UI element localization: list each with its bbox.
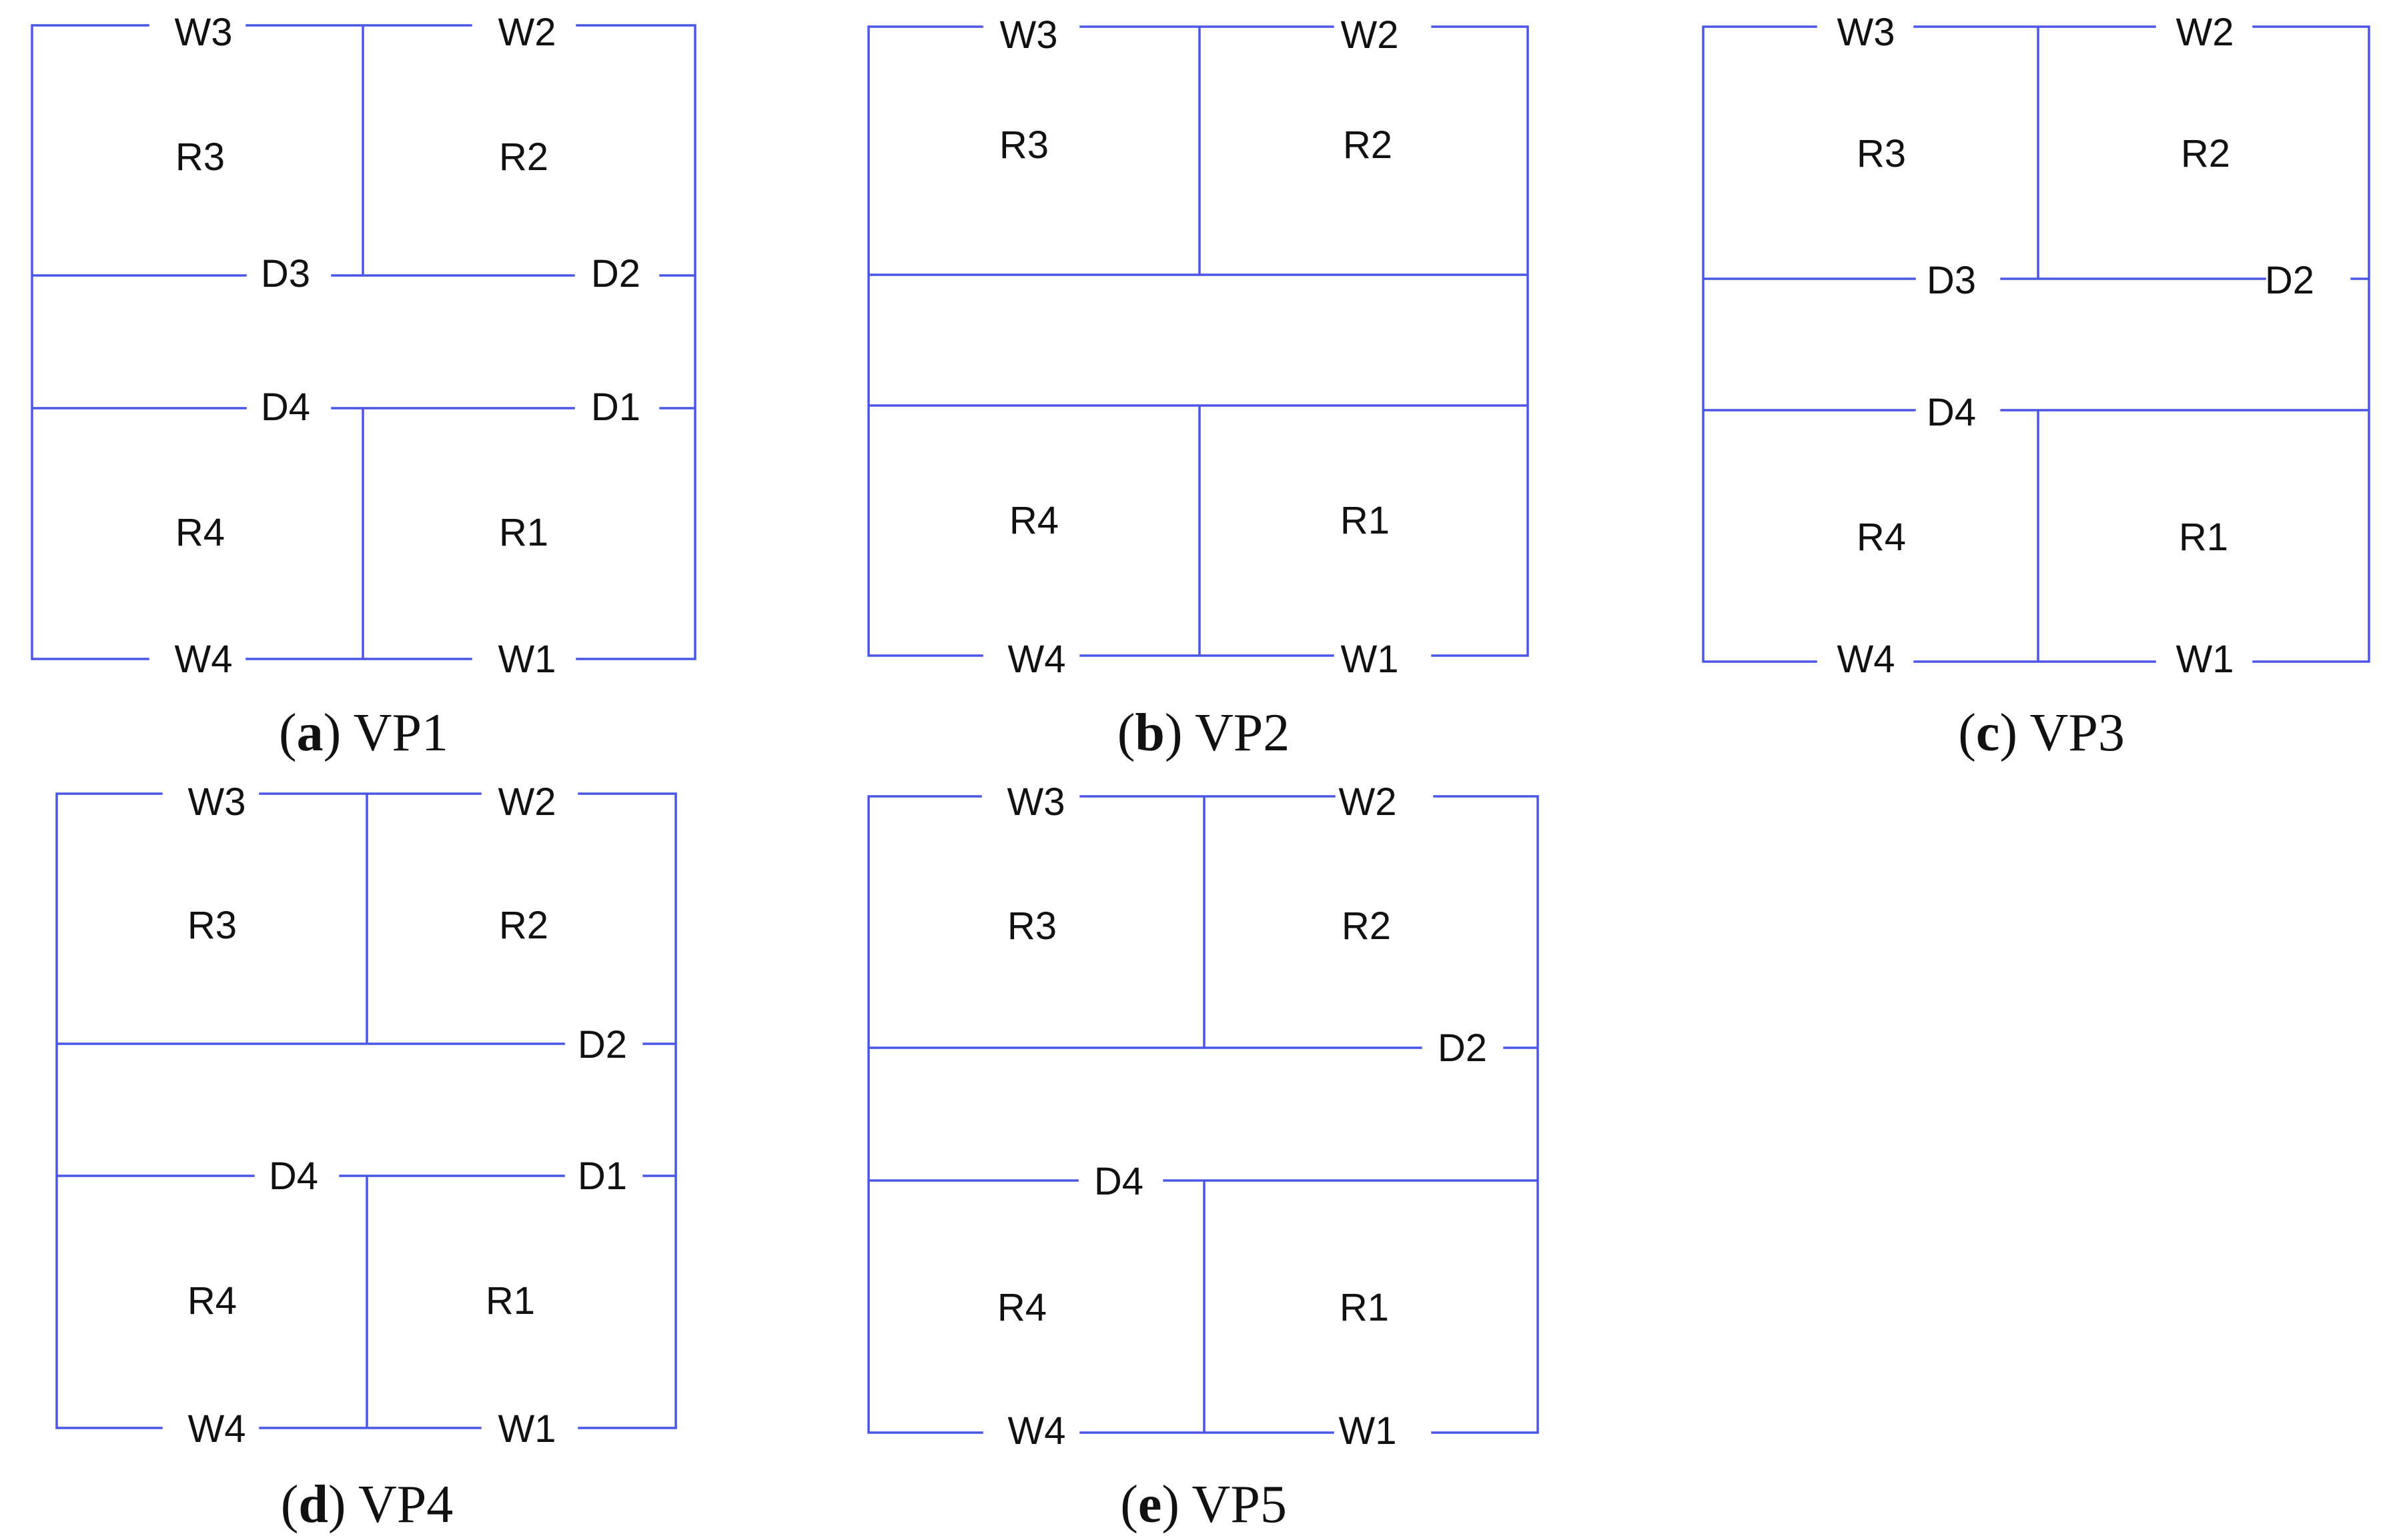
caption-letter: d <box>298 1475 328 1534</box>
label-d3: D3 <box>1927 259 1976 302</box>
label-w1: W1 <box>498 1407 556 1451</box>
label-r1: R1 <box>486 1279 535 1323</box>
panel-vp2: W3 W2 R3 R2 R4 R1 W4 W1 (b) VP2 <box>867 13 1529 762</box>
label-w1: W1 <box>2176 638 2234 681</box>
label-d1: D1 <box>578 1154 627 1198</box>
label-w4: W4 <box>188 1407 246 1451</box>
panel-caption: (e) VP5 <box>1120 1475 1287 1534</box>
wall-lines <box>1702 25 2370 663</box>
label-r2: R2 <box>1342 904 1391 948</box>
label-r2: R2 <box>2181 132 2230 175</box>
label-d4: D4 <box>1094 1160 1143 1203</box>
label-w2: W2 <box>1339 780 1397 824</box>
caption-name: VP2 <box>1195 704 1290 762</box>
label-d2: D2 <box>2265 259 2314 302</box>
wall-lines <box>867 795 1539 1434</box>
caption-name: VP5 <box>1192 1475 1287 1534</box>
panel-vp1: W3 W2 R3 R2 D3 D2 D4 D1 R4 R1 W4 W1 (a) … <box>31 11 696 762</box>
panel-vp5: W3 W2 R3 R2 D2 D4 R4 R1 W4 W1 (e) VP5 <box>867 780 1539 1534</box>
label-w3: W3 <box>1837 11 1895 54</box>
wall-lines <box>31 24 696 660</box>
caption-letter: b <box>1135 704 1165 762</box>
label-r2: R2 <box>499 135 548 179</box>
wall-lines <box>867 25 1529 657</box>
label-r1: R1 <box>499 511 548 554</box>
label-r2: R2 <box>499 904 548 947</box>
label-r4: R4 <box>187 1279 237 1323</box>
panel-caption: (b) VP2 <box>1117 704 1290 762</box>
label-d2: D2 <box>578 1023 627 1066</box>
label-r1: R1 <box>2179 516 2228 559</box>
label-w1: W1 <box>498 638 556 681</box>
label-w2: W2 <box>498 780 556 824</box>
caption-letter: e <box>1138 1475 1162 1534</box>
panel-caption: (a) VP1 <box>279 704 448 762</box>
label-w4: W4 <box>1008 1409 1066 1453</box>
panel-vp3: W3 W2 R3 R2 D3 D2 D4 R4 R1 W4 W1 (c) VP3 <box>1702 11 2370 762</box>
label-w3: W3 <box>1007 780 1065 824</box>
panel-caption: (c) VP3 <box>1958 704 2125 762</box>
label-r3: R3 <box>1857 132 1906 175</box>
label-r4: R4 <box>175 511 225 554</box>
label-r3: R3 <box>187 904 237 947</box>
label-r1: R1 <box>1340 499 1390 542</box>
label-r3: R3 <box>1007 904 1057 948</box>
label-w2: W2 <box>1341 13 1399 57</box>
label-d3: D3 <box>261 252 310 295</box>
label-r4: R4 <box>1857 516 1906 559</box>
label-d2: D2 <box>591 252 640 295</box>
label-w2: W2 <box>2176 11 2234 54</box>
label-r4: R4 <box>997 1286 1047 1329</box>
label-w4: W4 <box>175 638 233 681</box>
label-w3: W3 <box>188 780 246 824</box>
caption-letter: c <box>1976 704 2000 762</box>
label-d4: D4 <box>269 1154 318 1198</box>
label-w4: W4 <box>1008 638 1066 681</box>
label-d2: D2 <box>1438 1026 1487 1070</box>
caption-name: VP4 <box>358 1475 453 1534</box>
label-d4: D4 <box>1927 391 1976 434</box>
label-r3: R3 <box>175 135 225 179</box>
label-d1: D1 <box>591 386 640 429</box>
panel-caption: (d) VP4 <box>281 1475 454 1534</box>
label-d4: D4 <box>261 386 310 429</box>
label-w1: W1 <box>1339 1409 1397 1453</box>
label-r1: R1 <box>1340 1286 1389 1329</box>
label-w2: W2 <box>498 11 556 54</box>
label-r3: R3 <box>999 123 1049 167</box>
caption-letter: a <box>297 704 324 762</box>
label-w3: W3 <box>175 11 233 54</box>
caption-name: VP1 <box>354 704 448 762</box>
wall-lines <box>55 792 677 1429</box>
label-w1: W1 <box>1341 638 1399 681</box>
label-w3: W3 <box>1000 13 1058 57</box>
label-r2: R2 <box>1343 123 1392 167</box>
label-w4: W4 <box>1837 638 1895 681</box>
label-r4: R4 <box>1009 499 1059 542</box>
panel-vp4: W3 W2 R3 R2 D2 D4 D1 R4 R1 W4 W1 (d) VP4 <box>55 780 677 1534</box>
caption-name: VP3 <box>2030 704 2125 762</box>
